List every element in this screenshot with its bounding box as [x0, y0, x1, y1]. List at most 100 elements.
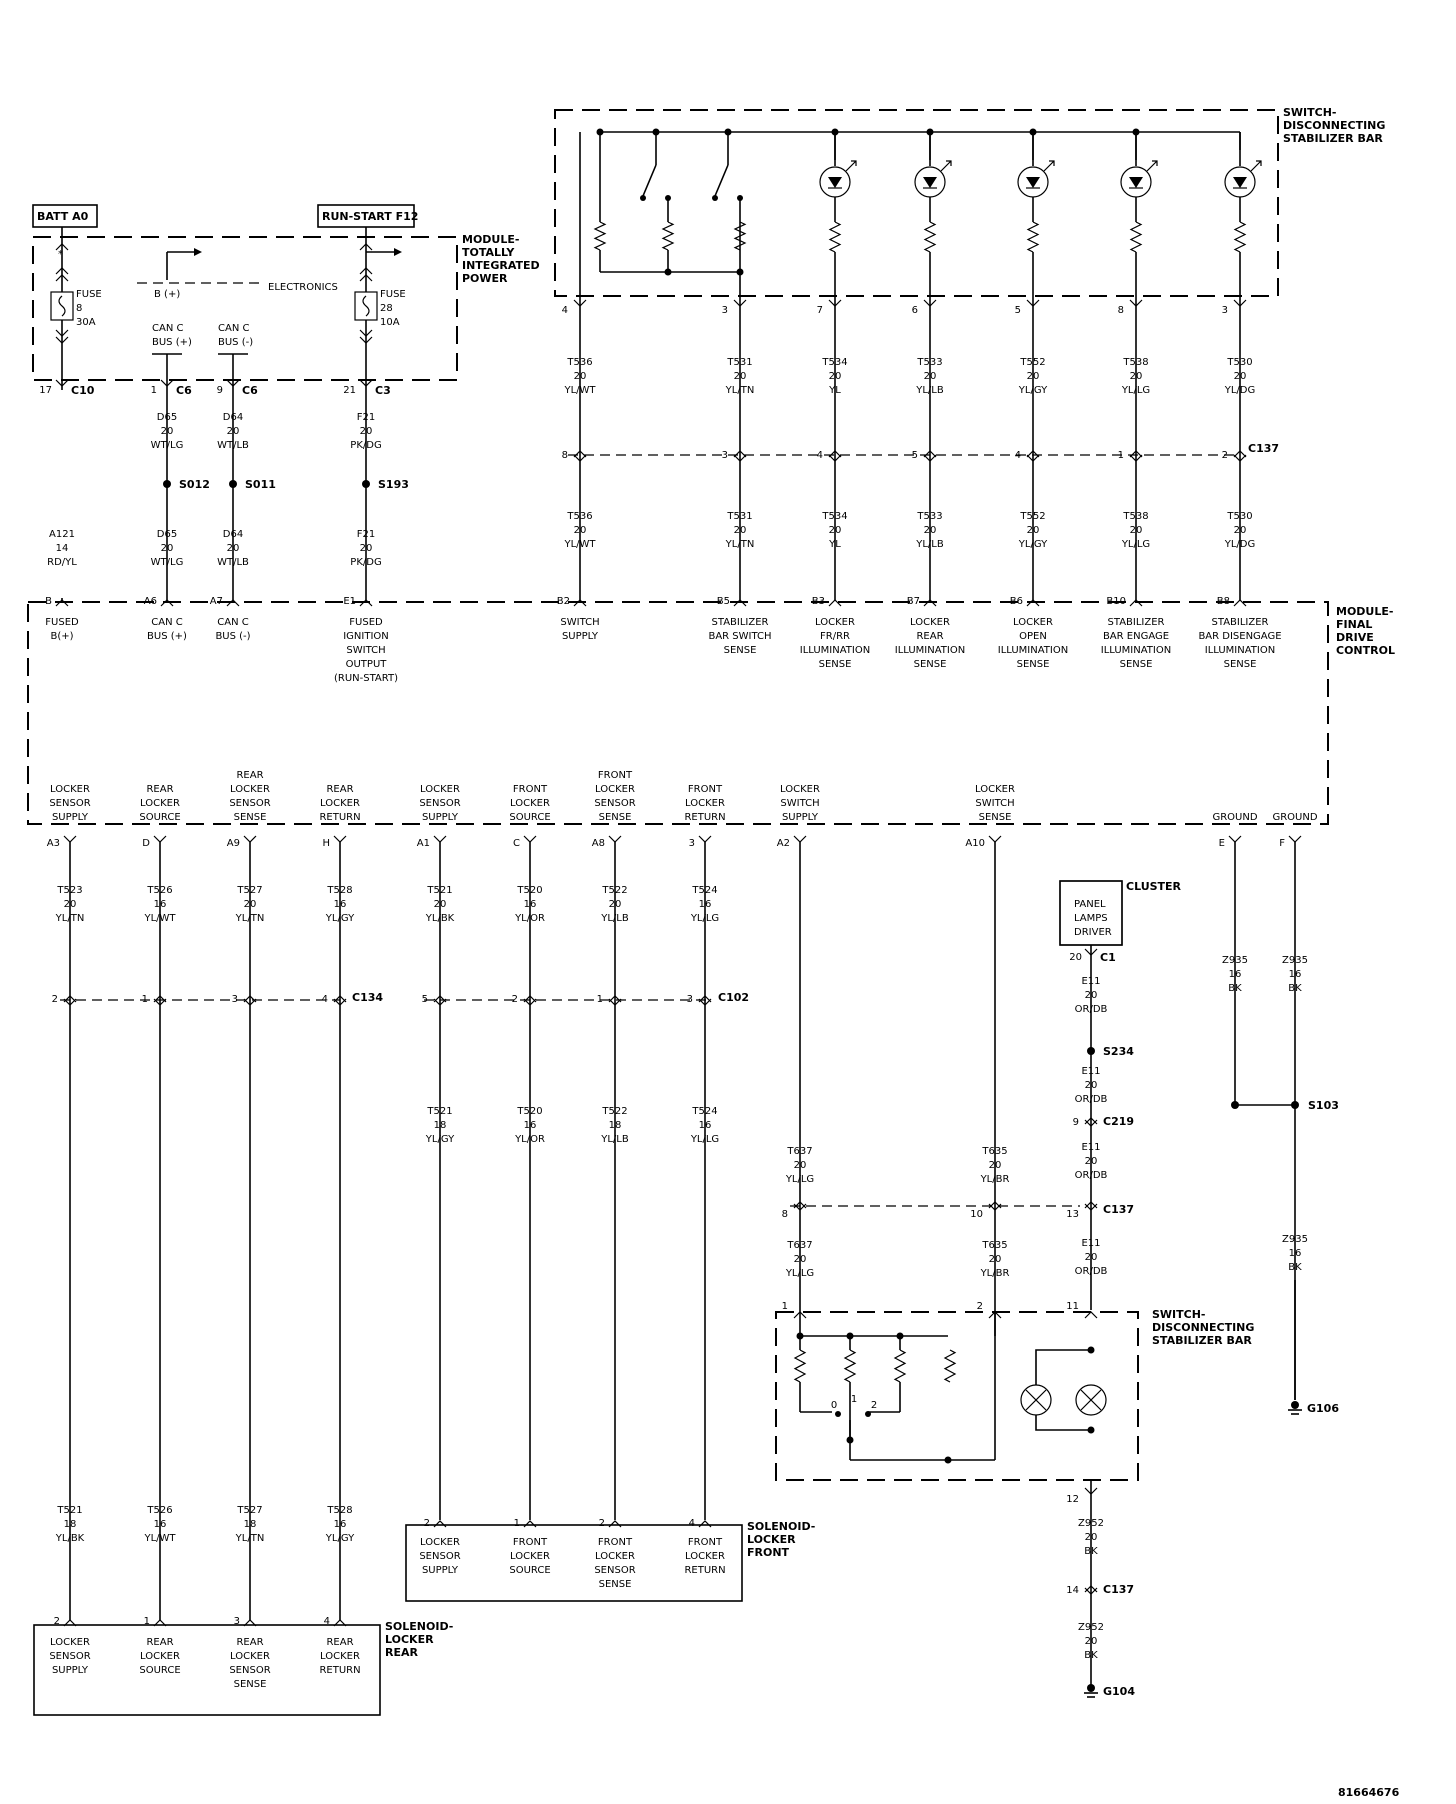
pin-number: A9 — [227, 838, 240, 849]
switch-bottom-box — [775, 1311, 1139, 1481]
led-icon — [819, 160, 857, 198]
batt-a0-label: BATT A0 — [37, 210, 89, 223]
tipm-pin-21 — [359, 379, 373, 387]
resistor-icon — [793, 1349, 807, 1383]
switch-pin — [1084, 1487, 1098, 1495]
lamp-icon — [1020, 1384, 1052, 1416]
connector-pin — [243, 998, 257, 1006]
pin-number: 6 — [912, 305, 918, 316]
batt-a0-box — [32, 204, 98, 228]
fdcm-pin-label: GROUND — [1272, 812, 1317, 823]
tipm-pin-17 — [55, 379, 69, 387]
led-icon — [1017, 160, 1055, 198]
pin-number: 3 — [689, 838, 695, 849]
fdcm-pin-B6 — [1026, 599, 1040, 607]
fdcm-pin-A7 — [226, 599, 240, 607]
resistor-icon — [828, 221, 842, 253]
cluster-pin — [1084, 948, 1098, 956]
chevron-icon — [55, 329, 69, 337]
c137-pin — [573, 454, 587, 462]
solenoid-rear-pin — [243, 1619, 257, 1627]
chevron-icon — [55, 336, 69, 344]
resistor-icon — [733, 221, 747, 251]
solenoid-front-pin — [433, 1520, 447, 1528]
pin-number: 1 — [597, 994, 603, 1005]
splice-id: S234 — [1103, 1045, 1134, 1058]
connector-pin — [433, 998, 447, 1006]
splice-dot — [944, 1456, 952, 1464]
switch-pin — [733, 299, 747, 307]
splice-id: S011 — [245, 478, 276, 491]
pin-number: A8 — [592, 838, 605, 849]
pin-number: 2 — [599, 1518, 605, 1529]
connector-pin — [698, 998, 712, 1006]
pin-number: D — [142, 838, 150, 849]
fdcm-pin-B — [55, 599, 69, 607]
pin-number: E1 — [343, 596, 356, 607]
fdcm-pin-B10 — [1129, 599, 1143, 607]
connector-id: C6 — [242, 384, 258, 397]
tipm-star: * — [58, 249, 63, 260]
resistor-icon — [1026, 221, 1040, 253]
pin-number: 12 — [1066, 1494, 1079, 1505]
chevron-icon — [359, 329, 373, 337]
pin-number: A2 — [777, 838, 790, 849]
pin-number: 1 — [782, 1301, 788, 1312]
fdcm-pin-A2 — [793, 835, 807, 843]
switch-top-box — [554, 109, 1279, 297]
electronics-label: ELECTRONICS — [268, 282, 338, 293]
solenoid-front-pin — [608, 1520, 622, 1528]
ground-icon — [1084, 1684, 1098, 1698]
pin-number: 17 — [39, 385, 52, 396]
chevron-icon — [55, 243, 69, 251]
resistor-icon — [923, 221, 937, 253]
pin-number: 2 — [424, 1518, 430, 1529]
fdcm-pin-A10 — [988, 835, 1002, 843]
c134-label: C134 — [352, 991, 383, 1004]
ground-icon — [1288, 1401, 1302, 1415]
pin-number: 3 — [722, 305, 728, 316]
chevron-icon — [359, 267, 373, 275]
pin-number: H — [322, 838, 330, 849]
splice-dot — [1231, 1101, 1239, 1109]
splice-dot — [1087, 1346, 1095, 1354]
solenoid-front-pin — [523, 1520, 537, 1528]
pin-number: 21 — [343, 385, 356, 396]
connector-id: C137 — [1103, 1583, 1134, 1596]
pin-number: 9 — [1073, 1117, 1079, 1128]
